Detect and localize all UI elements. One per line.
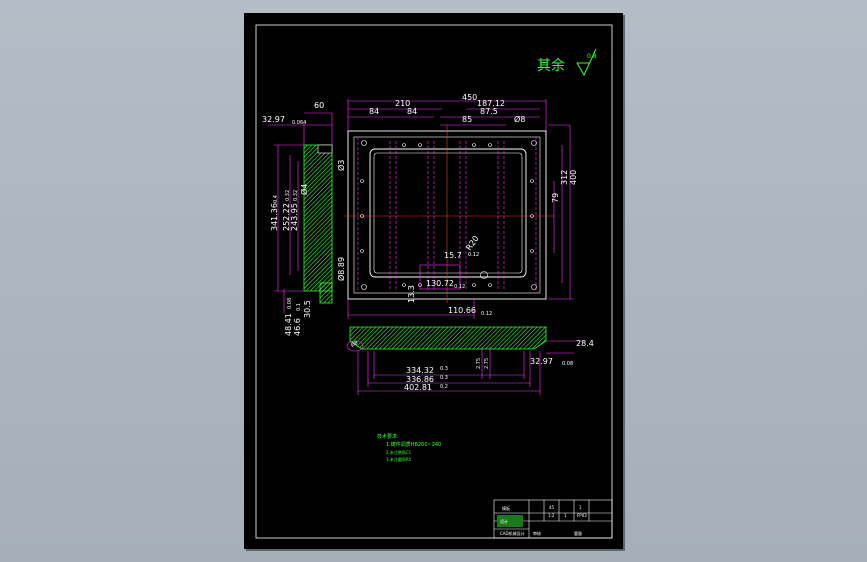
dim-i1-tol: 0.12 — [468, 252, 479, 258]
roughness-value: 0.8 — [587, 53, 597, 60]
dim-right-span: 187.12 — [477, 99, 505, 108]
dim-right-r2: 312 — [560, 170, 569, 185]
drawing-canvas: 其余 0.8 60 3 — [255, 24, 613, 539]
title-sheet: 1 — [564, 513, 567, 518]
side-section-view — [268, 112, 333, 313]
dim-i5: 13.3 — [407, 285, 416, 303]
dim-top-width: 60 — [314, 101, 324, 110]
dim-d9: Ø4 — [299, 184, 309, 195]
title-weight: 重量 — [574, 530, 582, 536]
dim-d4-tol: 0.08 — [287, 298, 293, 309]
title-material: 45 — [549, 505, 555, 510]
dim-i3-tol: 0.12 — [481, 311, 492, 317]
roughness-symbol-icon — [576, 48, 597, 77]
sheet-border — [255, 24, 613, 539]
dim-left-b: 84 — [407, 107, 417, 116]
roughness-prefix: 其余 — [537, 57, 565, 74]
dim-left-span: 210 — [395, 99, 410, 108]
dim-d2-tol: 0.32 — [285, 190, 291, 201]
title-check: 审核 — [533, 530, 541, 536]
dim-b2: 336.86 — [406, 375, 434, 384]
dim-b1: 334.32 — [406, 366, 434, 375]
dim-b1-tol: 0.3 — [440, 366, 448, 372]
dim-d8: Ø3 — [336, 160, 346, 171]
dim-i2-tol: 0.12 — [454, 284, 465, 290]
dim-hole-dia: Ø8 — [514, 114, 525, 124]
drawing-sheet: 其余 0.8 60 3 — [244, 13, 623, 549]
dim-overall: 450 — [462, 93, 477, 102]
dim-right-b: 85 — [462, 115, 472, 124]
dim-right-r1: 400 — [569, 170, 578, 185]
dim-top-a: 32.97 — [262, 115, 285, 124]
dim-d4: 48.41 — [284, 313, 293, 336]
title-design: 设计 — [500, 518, 508, 524]
dim-i2: 130.72 — [426, 279, 454, 288]
dim-i4: R20 — [464, 234, 480, 252]
notes-line1: 1.铸件调质HB200~240 — [386, 441, 441, 448]
dim-d5-tol: 0.1 — [296, 303, 302, 311]
dim-d7: Ø8.89 — [336, 257, 346, 281]
dim-d5: 46.6 — [293, 318, 302, 336]
dim-d2: 252.22 — [282, 203, 291, 231]
dim-b5-tol: 0.08 — [562, 361, 573, 367]
front-view — [344, 99, 574, 319]
dim-b6: 2.75 — [476, 358, 482, 369]
dim-right-a: 87.5 — [480, 107, 498, 116]
notes-line2: 2.未注倒角C1 — [386, 449, 412, 455]
bottom-section-view — [346, 326, 584, 395]
dim-b7: 2.75 — [484, 358, 490, 369]
title-company: CAD机械设计 — [500, 530, 525, 536]
title-name: 模板 — [502, 505, 510, 511]
dim-b2-tol: 0.3 — [440, 375, 448, 381]
dim-d1: 341.36 — [270, 203, 279, 231]
dim-b4: 28.4 — [576, 339, 594, 348]
dim-b8: Ø8 — [350, 339, 360, 349]
dim-i3: 110.66 — [448, 306, 476, 315]
notes-line3: 3.未注圆角R5 — [386, 456, 412, 462]
title-count: 1 — [579, 505, 582, 510]
dim-d6: 30.5 — [303, 300, 312, 318]
dim-i1: 15.7 — [444, 251, 462, 260]
dim-left-a: 84 — [369, 107, 379, 116]
title-highlight — [497, 515, 523, 527]
side-hatch — [303, 144, 333, 292]
dim-top-a-tol: 0.064 — [292, 120, 306, 126]
dim-b3: 402.81 — [404, 383, 432, 392]
title-code: FP03 — [577, 513, 587, 518]
dim-d3: 243.95 — [290, 203, 299, 231]
dim-b3-tol: 0.2 — [440, 384, 448, 390]
dim-b5: 32.97 — [530, 357, 553, 366]
title-scale: 1:2 — [548, 513, 555, 518]
dim-d3-tol: 0.32 — [293, 190, 299, 201]
dim-d1-tol: 0.4 — [273, 195, 279, 203]
dim-right-r3: 79 — [551, 193, 560, 203]
notes-heading: 技术要求: — [377, 433, 399, 440]
